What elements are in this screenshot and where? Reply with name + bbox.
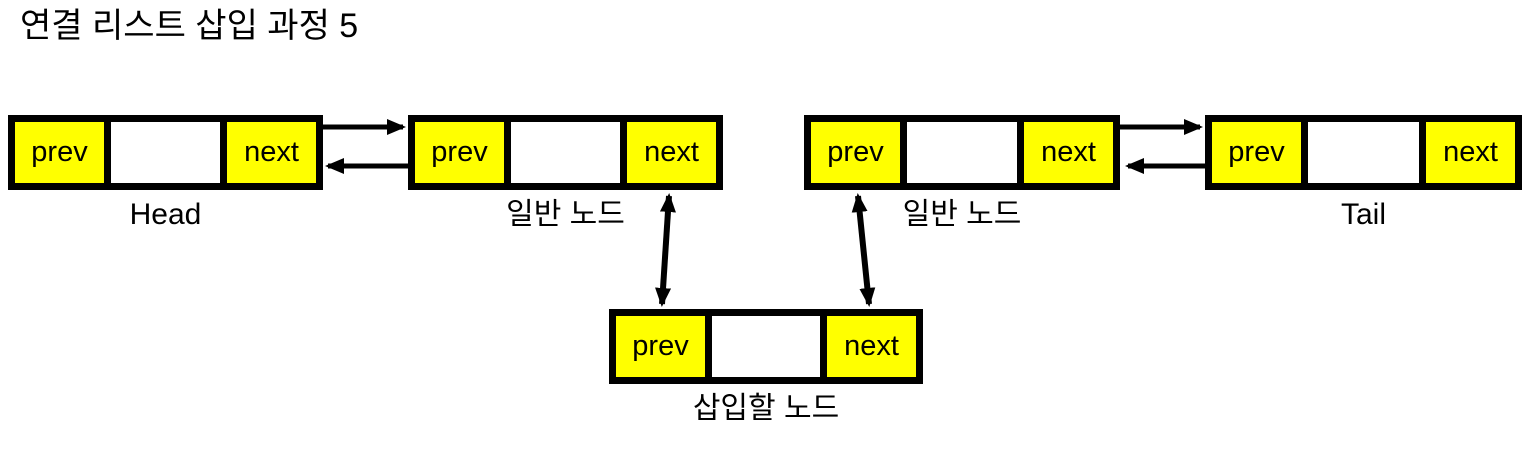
normal-1-data-cell xyxy=(504,122,627,183)
normal-1-next-label: next xyxy=(644,136,699,168)
head-data-cell xyxy=(104,122,227,183)
insert-prev-cell: prev xyxy=(616,316,705,377)
node-normal-2: prev next xyxy=(804,115,1120,190)
insert-next-label: next xyxy=(844,330,899,362)
head-prev-label: prev xyxy=(31,136,88,168)
head-node-label: Head xyxy=(129,198,202,231)
normal-1-prev-cell: prev xyxy=(415,122,504,183)
diagram-title: 연결 리스트 삽입 과정 5 xyxy=(20,7,359,45)
insert-data-cell xyxy=(705,316,827,377)
tail-next-cell: next xyxy=(1426,122,1515,183)
insert-node-label: 삽입할 노드 xyxy=(692,392,840,425)
tail-node-label: Tail xyxy=(1340,198,1386,231)
node-insert: prev next xyxy=(609,309,923,384)
head-next-cell: next xyxy=(227,122,316,183)
insert-prev-label: prev xyxy=(632,330,689,362)
normal-2-node-label: 일반 노드 xyxy=(902,198,1022,231)
tail-prev-cell: prev xyxy=(1212,122,1301,183)
node-tail: prev next xyxy=(1205,115,1522,190)
head-next-label: next xyxy=(244,136,299,168)
normal-1-prev-label: prev xyxy=(431,136,488,168)
normal-1-node-label: 일반 노드 xyxy=(506,198,625,231)
insert-next-cell: next xyxy=(827,316,916,377)
head-prev-cell: prev xyxy=(15,122,104,183)
tail-next-label: next xyxy=(1443,136,1498,168)
normal-2-prev-cell: prev xyxy=(811,122,900,183)
tail-data-cell xyxy=(1301,122,1426,183)
node-head: prev next xyxy=(8,115,323,190)
normal-2-prev-label: prev xyxy=(827,136,884,168)
tail-prev-label: prev xyxy=(1228,136,1285,168)
normal-2-next-label: next xyxy=(1041,136,1096,168)
node-normal-1: prev next xyxy=(408,115,723,190)
normal-2-next-cell: next xyxy=(1024,122,1113,183)
normal-2-data-cell xyxy=(900,122,1024,183)
normal-1-next-cell: next xyxy=(627,122,716,183)
